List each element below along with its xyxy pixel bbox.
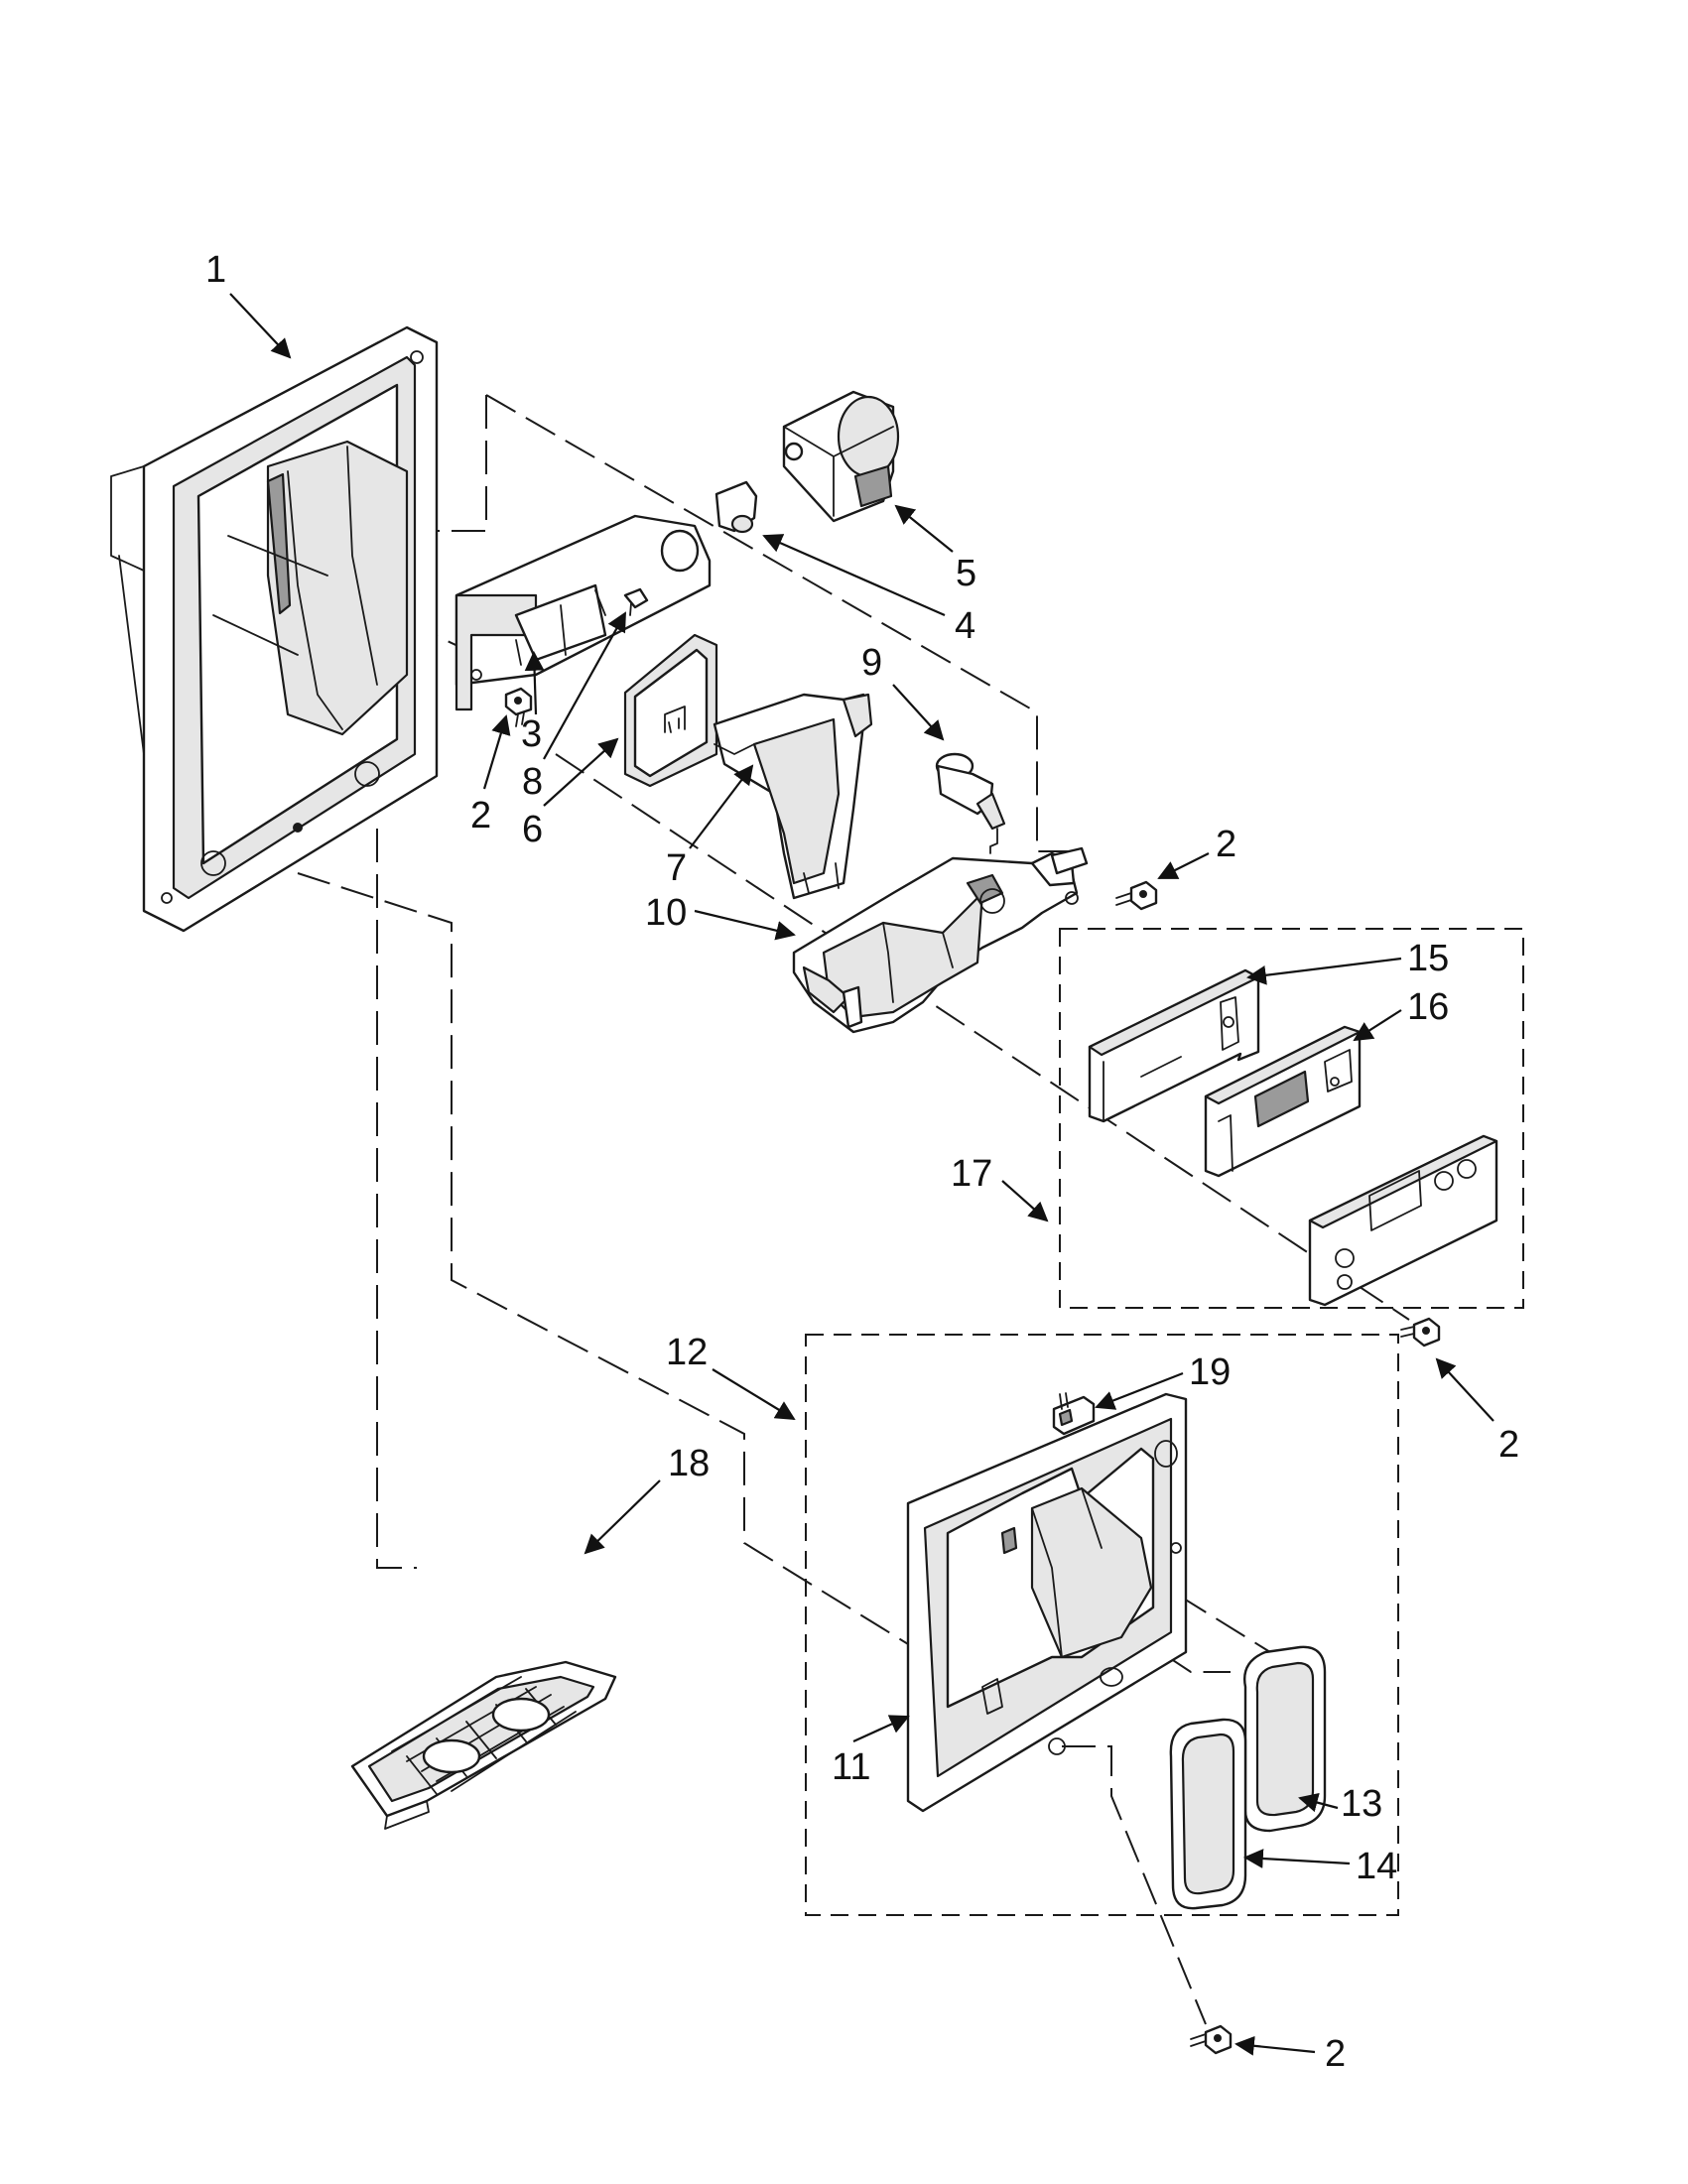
- callout-7: 7: [666, 847, 687, 889]
- pin-part: [623, 587, 649, 616]
- leader-5: [894, 504, 954, 553]
- screw-part-c: [1400, 1317, 1441, 1348]
- callout-1: 1: [205, 249, 226, 291]
- leader-9: [892, 684, 945, 741]
- leader-14: [1243, 1849, 1351, 1868]
- leader-8: [543, 611, 626, 760]
- callout-2a: 2: [470, 795, 491, 836]
- motor-part: [782, 390, 900, 523]
- leader-arrows: [229, 293, 1494, 2056]
- callout-10: 10: [645, 892, 687, 934]
- callout-16: 16: [1407, 986, 1449, 1028]
- ice-paddle-part: [1169, 1718, 1247, 1910]
- callout-14: 14: [1356, 1846, 1397, 1887]
- leader-15: [1246, 957, 1402, 985]
- leader-4: [762, 534, 946, 617]
- callout-15: 15: [1407, 938, 1449, 979]
- cam-part: [714, 480, 758, 534]
- leader-7: [689, 764, 754, 849]
- leader-18: [584, 1479, 661, 1555]
- callout-12: 12: [666, 1332, 708, 1373]
- leader-6: [543, 737, 619, 807]
- leader-11: [852, 1715, 910, 1743]
- drip-tray-part: [350, 1660, 617, 1830]
- chute-base-part: [792, 846, 1089, 1034]
- callout-6: 6: [522, 809, 543, 850]
- leader-10: [694, 909, 796, 941]
- control-board-part: [1204, 1025, 1362, 1178]
- callout-8: 8: [522, 761, 543, 803]
- callout-4: 4: [955, 605, 975, 647]
- callout-2b: 2: [1216, 824, 1236, 865]
- callout-9: 9: [861, 642, 882, 684]
- screw-part-a: [504, 687, 533, 727]
- screw-part-b: [1115, 880, 1158, 911]
- switch-part: [1052, 1392, 1096, 1436]
- valve-part: [935, 752, 1006, 854]
- callout-2c: 2: [1498, 1424, 1519, 1466]
- leader-2b: [1157, 852, 1210, 879]
- callout-19: 19: [1189, 1351, 1231, 1393]
- housing-frame-part: [110, 325, 439, 933]
- display-panel-part: [1308, 1134, 1498, 1307]
- actuator-bracket-part: [454, 514, 712, 711]
- control-group-outline: [1059, 928, 1524, 1309]
- water-paddle-part: [1243, 1645, 1327, 1833]
- leader-2a: [482, 714, 511, 790]
- callout-2d: 2: [1325, 2033, 1346, 2075]
- leader-12: [712, 1368, 796, 1421]
- leader-13: [1298, 1792, 1339, 1813]
- callout-11: 11: [832, 1746, 870, 1788]
- leader-16: [1353, 1009, 1402, 1042]
- leader-2c: [1435, 1357, 1494, 1422]
- screw-part-d: [1190, 2024, 1233, 2055]
- receptacle-part: [623, 633, 718, 788]
- leader-2d: [1234, 2035, 1316, 2056]
- callout-17: 17: [951, 1153, 992, 1195]
- leader-19: [1095, 1371, 1184, 1410]
- callout-18: 18: [668, 1443, 710, 1484]
- chute-flap-part: [713, 693, 873, 900]
- front-frame-part: [906, 1392, 1188, 1813]
- leader-3: [524, 651, 545, 715]
- callout-5: 5: [956, 553, 976, 594]
- callout-13: 13: [1341, 1783, 1382, 1825]
- leader-17: [1001, 1180, 1049, 1222]
- leader-1: [229, 293, 292, 359]
- callout-labels: 1 5 4 9 3 8 2 6 7 2 10 15 16 17 12 19 2 …: [205, 249, 1519, 2075]
- callout-3: 3: [521, 713, 542, 755]
